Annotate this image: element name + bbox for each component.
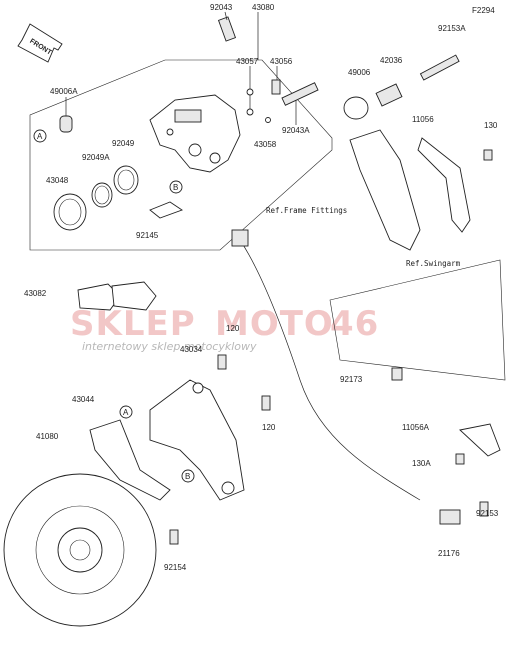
watermark-tagline: internetowy sklep motocyklowy [82, 340, 257, 353]
marker-a-bracket-label: A [123, 408, 129, 417]
bolt-92153A [419, 54, 460, 81]
bleeder-43056 [271, 79, 281, 95]
label-21176: 21176 [438, 549, 460, 558]
label-92153A: 92153A [438, 24, 466, 33]
cap-43058 [265, 117, 271, 123]
marker-b-bracket-label: B [185, 472, 190, 481]
bolt-92154 [169, 529, 179, 545]
label-43058: 43058 [254, 140, 277, 149]
sensor-connector [231, 229, 249, 247]
bolt-130A [455, 453, 465, 465]
spring-92145 [149, 201, 183, 219]
watermark-brand-3: 46 [330, 304, 379, 344]
marker-a-bracket [119, 405, 133, 419]
marker-b-caliper-label: B [173, 183, 178, 192]
label-43082: 43082 [24, 289, 47, 298]
marker-b-caliper [169, 180, 183, 194]
bolt-120-lower [261, 395, 271, 411]
label-43044: 43044 [72, 395, 95, 404]
ref-frame-fittings: Ref.Frame Fittings [266, 206, 347, 215]
bracket-11056 [417, 137, 471, 233]
pin-92043 [217, 11, 237, 42]
label-92153: 92153 [476, 509, 499, 518]
label-43057: 43057 [236, 57, 259, 66]
label-92049A: 92049A [82, 153, 110, 162]
label-49006A: 49006A [50, 87, 78, 96]
label-42036: 42036 [380, 56, 403, 65]
label-11056: 11056 [412, 115, 434, 124]
collar-42036 [375, 83, 403, 107]
label-43080: 43080 [252, 3, 275, 12]
sensor-21176 [439, 509, 461, 525]
bolt-120-upper [217, 354, 227, 370]
swingarm [329, 259, 506, 381]
holder-43044 [89, 419, 171, 501]
bushing-49006 [343, 96, 369, 120]
marker-a-caliper-label: A [37, 132, 43, 141]
sensor-wire [239, 239, 421, 501]
bolt-92153 [479, 501, 489, 517]
marker-b-bracket [181, 469, 195, 483]
brake-disc-41080 [3, 473, 157, 627]
label-120-upper: 120 [226, 324, 240, 333]
label-130A: 130A [412, 459, 431, 468]
label-92049: 92049 [112, 139, 135, 148]
caliper-body [149, 94, 241, 173]
label-130: 130 [484, 121, 498, 130]
diagram-code: F2294 [472, 6, 495, 15]
watermark-brand-1: SKLEP [70, 304, 196, 344]
label-49006: 49006 [348, 68, 371, 77]
label-43048: 43048 [46, 176, 69, 185]
bracket-43057 [246, 88, 254, 116]
label-43034: 43034 [180, 345, 203, 354]
pin-92043A [281, 82, 319, 106]
brake-pads-43082 [77, 281, 157, 311]
front-arrow-icon: FRONT [17, 23, 63, 63]
marker-a-caliper [33, 129, 47, 143]
label-92043A: 92043A [282, 126, 310, 135]
label-43056: 43056 [270, 57, 293, 66]
frame-plate [349, 129, 421, 251]
watermark-brand-2: MOTO [215, 304, 334, 344]
label-92154: 92154 [164, 563, 187, 572]
clamp-92173 [391, 367, 403, 381]
label-92043: 92043 [210, 3, 233, 12]
bracket-11056A [459, 423, 501, 457]
boot-49006A [59, 115, 73, 133]
label-92173: 92173 [340, 375, 363, 384]
label-11056A: 11056A [402, 423, 430, 432]
label-92145: 92145 [136, 231, 159, 240]
ref-swingarm: Ref.Swingarm [406, 259, 461, 268]
label-120-lower: 120 [262, 423, 276, 432]
bolt-130 [483, 149, 493, 161]
watermark: SKLEP MOTO 46 internetowy sklep motocykl… [70, 304, 379, 353]
piston-43048 [53, 193, 87, 231]
label-41080: 41080 [36, 432, 59, 441]
